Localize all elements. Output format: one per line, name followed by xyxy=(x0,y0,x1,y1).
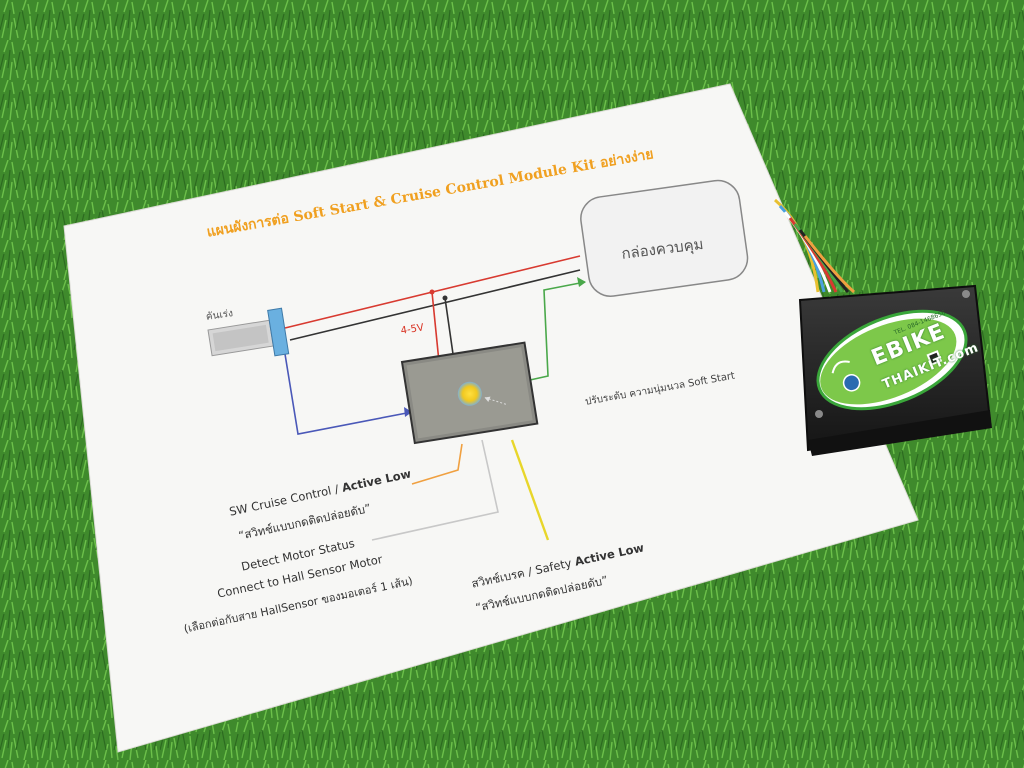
module-drawing xyxy=(400,341,539,445)
throttle-drawing xyxy=(207,307,290,357)
control-box-diagram xyxy=(580,179,749,297)
wire-green xyxy=(529,281,586,381)
wire-black xyxy=(289,269,581,341)
wire-yellow xyxy=(510,439,550,541)
ebike-sticker xyxy=(816,309,968,411)
wire-blue xyxy=(284,353,413,435)
cable-bundle xyxy=(774,198,855,294)
wire-orange xyxy=(411,443,463,485)
wire-grey xyxy=(371,439,499,541)
control-module-device xyxy=(798,284,992,456)
